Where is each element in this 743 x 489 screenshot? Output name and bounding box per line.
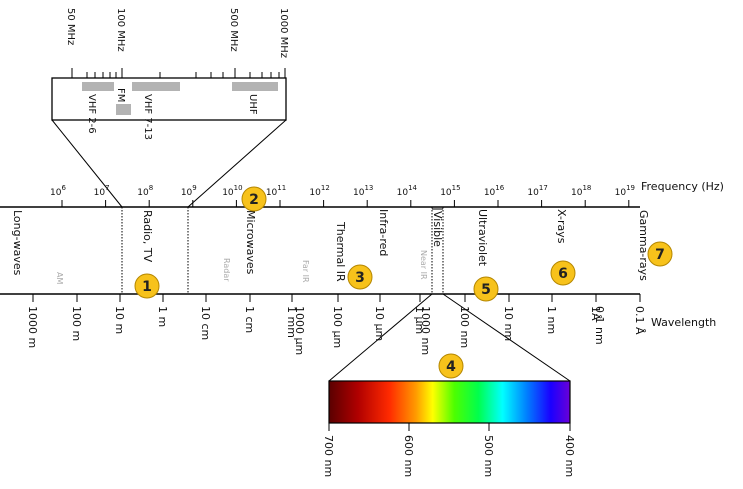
frequency-tick-label: 1012 xyxy=(309,184,329,198)
wavelength-tick-label: 10 m xyxy=(113,306,126,334)
visible-tick-label: 700 nm xyxy=(322,435,335,477)
wavelength-tick-label: 0.1 Å xyxy=(633,306,646,335)
visible-tick-label: 500 nm xyxy=(482,435,495,477)
radio-inset-major-ticks: 50 MHz 100 MHz 500 MHz 1000 MHz xyxy=(65,8,289,78)
band-long-waves: Long-waves xyxy=(11,210,24,276)
badge-number: 1 xyxy=(142,279,152,295)
badge-number: 6 xyxy=(558,266,568,282)
radio-tick-label: 500 MHz xyxy=(228,8,239,52)
frequency-tick-label: 1017 xyxy=(527,184,547,198)
wavelength-tick-label: 1 nm xyxy=(545,306,558,334)
faint-label-far-ir: Far IR xyxy=(301,260,310,283)
frequency-tick-label: 107 xyxy=(94,184,110,198)
visible-inset-ticks: 700 nm 600 nm 500 nm 400 nm xyxy=(322,423,576,477)
spectrum-band: 106 107 108 109 1010 1011 1012 1013 1014 1015 1016… xyxy=(0,180,724,382)
wavelength-tick-label: 1 cm xyxy=(243,306,256,333)
visible-tick-label: 600 nm xyxy=(402,435,415,477)
frequency-tick-label: 109 xyxy=(181,184,197,198)
faint-label-radar: Radar xyxy=(222,258,231,282)
band-bar-vhf-2-6 xyxy=(82,82,114,91)
wavelength-tick-label: 10 μm xyxy=(373,306,386,341)
band-radio-tv: Radio, TV xyxy=(141,210,154,263)
visible-connector-left xyxy=(328,293,433,382)
visible-color-bar xyxy=(328,380,571,424)
faint-label-near-ir: Near IR xyxy=(419,250,428,280)
badge-number: 5 xyxy=(481,282,491,298)
badge-circle xyxy=(473,276,499,302)
band-gamma-rays: Gamma-rays xyxy=(637,210,650,281)
band-ultraviolet: Ultraviolet xyxy=(476,209,489,267)
frequency-tick-label: 1019 xyxy=(615,184,635,198)
radio-tick-label: 50 MHz xyxy=(65,8,76,45)
badge-circle xyxy=(347,264,373,290)
wavelength-tick-label: 1 m xyxy=(156,306,169,327)
badge-6: 6 xyxy=(550,260,576,286)
wavelength-tick-label: 0.1 nm xyxy=(593,306,606,345)
wavelength-tick-label: 100 nm xyxy=(458,306,471,348)
wavelength-axis-label: Wavelength xyxy=(651,316,716,329)
wavelength-tick-label: 10 nm xyxy=(502,306,515,341)
band-visible: Visible xyxy=(431,211,444,247)
badge-circle xyxy=(438,353,464,379)
frequency-tick-label: 1011 xyxy=(266,184,286,198)
wavelength-tick-label: 1 mm xyxy=(285,306,298,338)
visible-tick-label: 400 nm xyxy=(563,435,576,477)
band-bar-vhf-7-13 xyxy=(132,82,180,91)
badge-circle xyxy=(134,273,160,299)
frequency-axis-label: Frequency (Hz) xyxy=(641,180,724,193)
band-bar-fm xyxy=(116,104,131,115)
band-microwaves: Microwaves xyxy=(244,210,257,275)
wavelength-tick-label: 1Å xyxy=(589,306,602,321)
radio-inset-connector-right xyxy=(187,119,287,208)
badge-circle xyxy=(550,260,576,286)
frequency-tick-label: 1015 xyxy=(440,184,460,198)
badge-circle xyxy=(647,241,673,267)
badge-3: 3 xyxy=(347,264,373,290)
badge-7: 7 xyxy=(647,241,673,267)
radio-inset-connector-left xyxy=(51,119,123,208)
frequency-tick-label: 1016 xyxy=(484,184,505,198)
wavelength-tick-label: 1000 nm xyxy=(419,306,432,355)
frequency-tick-label: 1018 xyxy=(571,184,591,198)
radio-band-uhf: UHF xyxy=(247,94,258,115)
radio-inset-minor-ticks xyxy=(86,72,280,78)
band-x-rays: X-rays xyxy=(555,209,568,244)
wavelength-tick-label: 1000 m xyxy=(26,306,39,348)
badge-2: 2 xyxy=(241,186,267,212)
frequency-tick-label: 1010 xyxy=(222,184,242,198)
frequency-tick-label: 1013 xyxy=(353,184,373,198)
radio-tick-label: 1000 MHz xyxy=(278,8,289,58)
badge-number: 7 xyxy=(655,247,665,263)
wavelength-tick-label: 100 μm xyxy=(331,306,344,348)
radio-tick-label: 100 MHz xyxy=(115,8,126,52)
badge-number: 4 xyxy=(446,359,456,375)
radio-band-vhf-2-6: VHF 2-6 xyxy=(86,94,97,134)
band-bar-uhf xyxy=(232,82,278,91)
badge-1: 1 xyxy=(134,273,160,299)
frequency-tick-label: 1014 xyxy=(397,184,418,198)
visible-connector-right xyxy=(442,293,571,382)
wavelength-tick-label: 1000 μm xyxy=(293,306,306,355)
badge-number: 3 xyxy=(355,270,365,286)
wavelength-tick-label: 100 m xyxy=(70,306,83,341)
frequency-ticks: 106 107 108 109 1010 1011 1012 1013 1014 1015 1016… xyxy=(50,184,635,207)
wavelength-tick-label: 1 μm xyxy=(413,306,426,334)
faint-label-am: AM xyxy=(55,272,64,284)
frequency-tick-label: 108 xyxy=(137,184,153,198)
wavelength-tick-label: 10 cm xyxy=(199,306,212,340)
band-thermal-ir: Thermal IR xyxy=(334,221,347,282)
badge-number: 2 xyxy=(249,192,259,208)
frequency-tick-label: 106 xyxy=(50,184,66,198)
radio-band-fm: FM xyxy=(115,88,126,102)
radio-band-vhf-7-13: VHF 7-13 xyxy=(142,94,153,140)
badge-5: 5 xyxy=(473,276,499,302)
band-infra-red: Infra-red xyxy=(377,209,390,256)
badge-circle xyxy=(241,186,267,212)
badge-4: 4 xyxy=(438,353,464,379)
visible-spectrum-inset: 700 nm 600 nm 500 nm 400 nm xyxy=(322,380,576,477)
